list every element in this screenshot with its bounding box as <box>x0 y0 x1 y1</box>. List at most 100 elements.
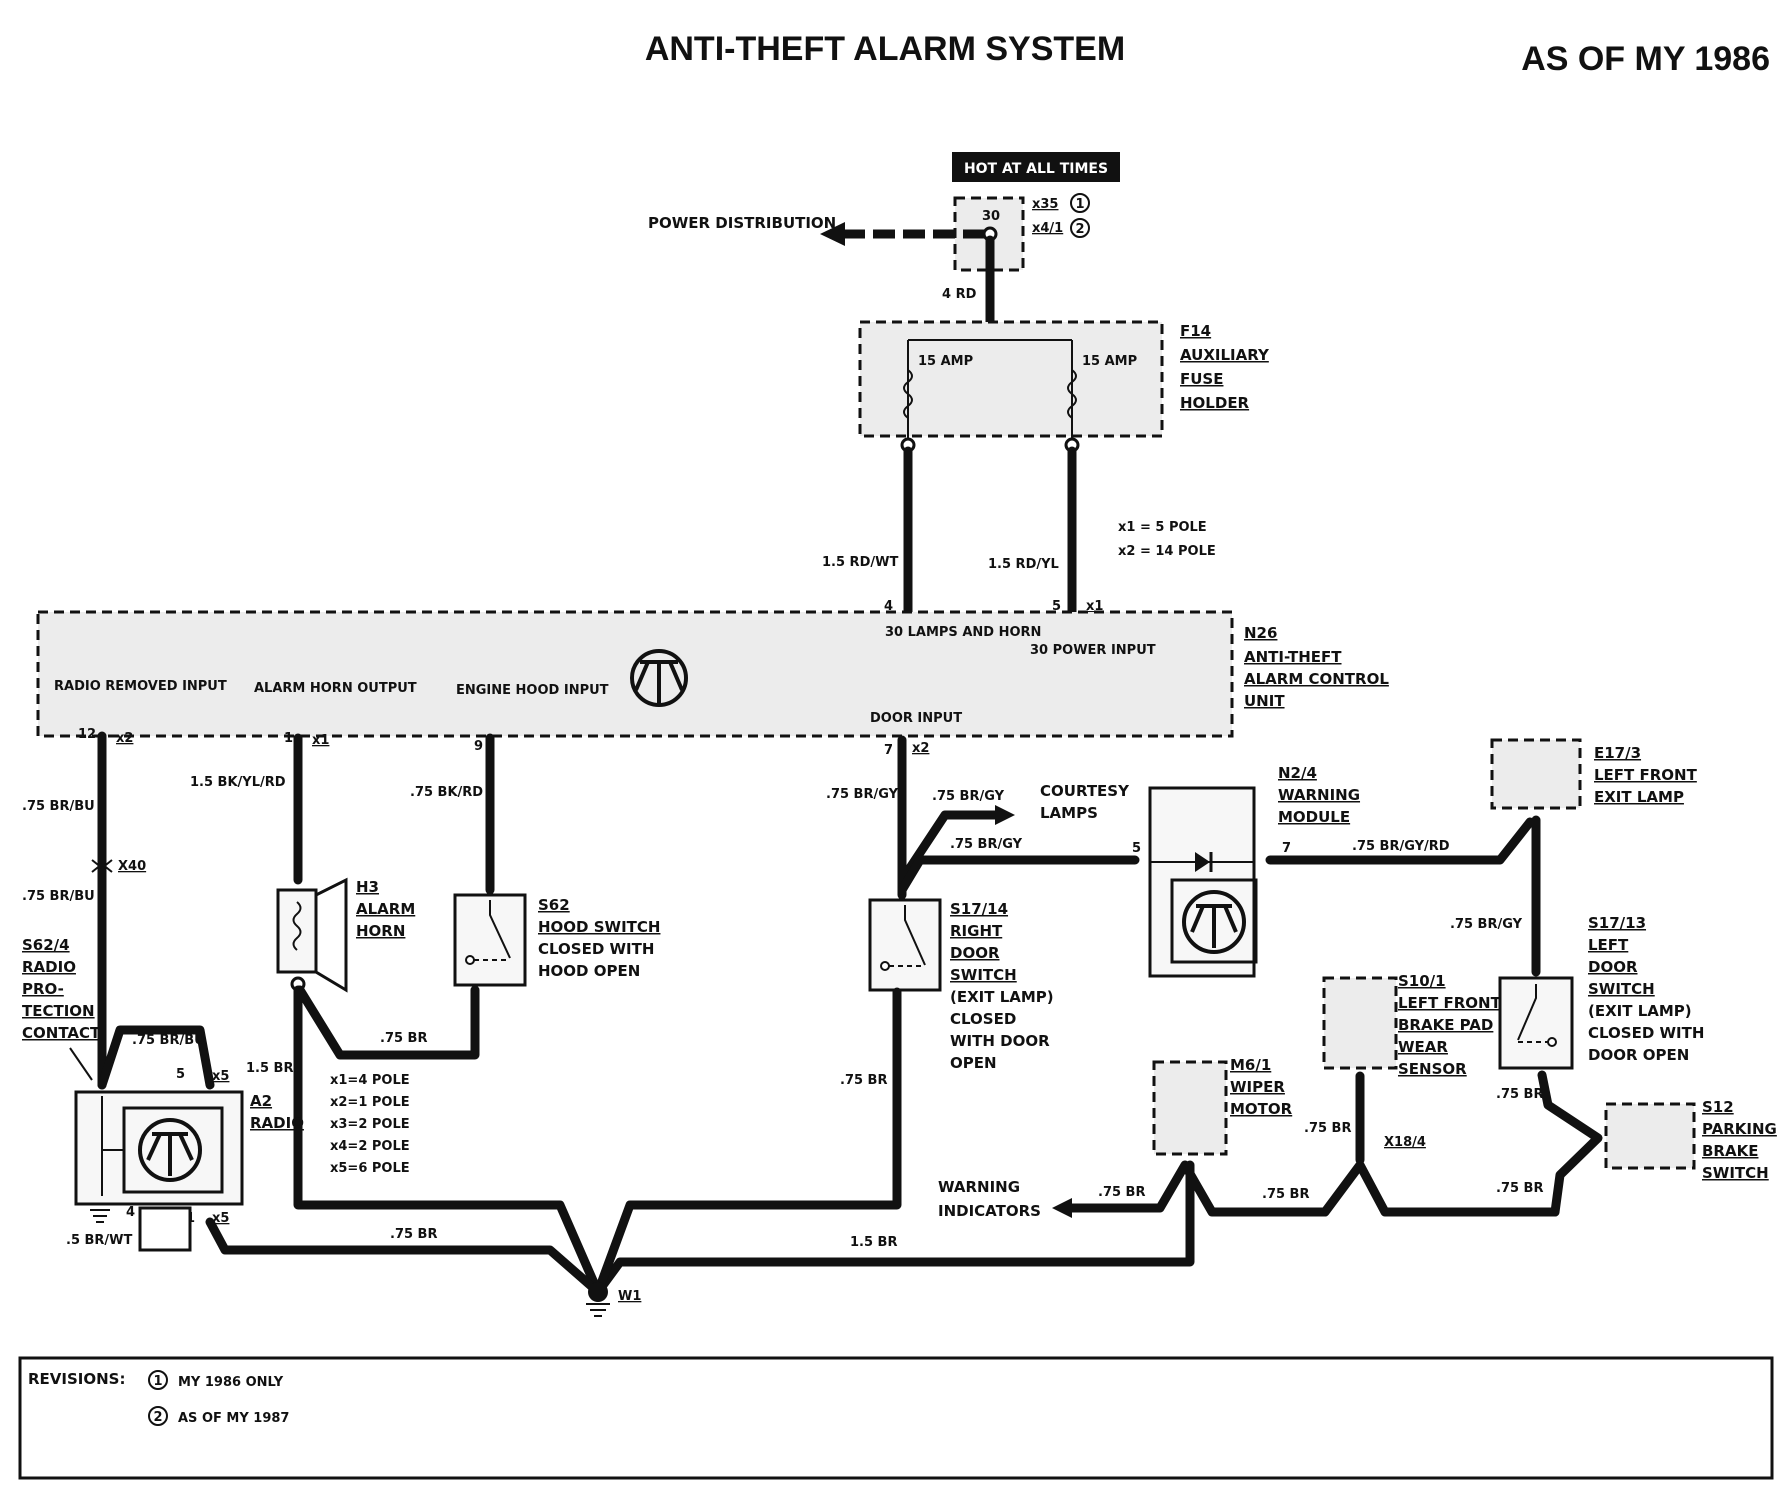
connector-x18-4-label: X18/4 <box>1384 1135 1426 1150</box>
f14-line1: AUXILIARY <box>1180 346 1270 364</box>
a2-line1: RADIO <box>250 1114 304 1132</box>
wiper-motor-m6-1 <box>1152 1060 1228 1156</box>
s62-4-pointer <box>69 1047 93 1081</box>
warning-indicators-label-2: INDICATORS <box>938 1202 1041 1220</box>
revision-1-number: 1 <box>153 1374 162 1389</box>
power-distribution-label: POWER DISTRIBUTION <box>648 214 836 232</box>
s17-13-line1: LEFT <box>1588 936 1629 954</box>
s17-13-line6: DOOR OPEN <box>1588 1046 1689 1064</box>
wire-75-brbu-upper-label: .75 BR/BU <box>22 799 95 814</box>
s62-4-id: S62/4 <box>22 936 70 954</box>
wire-75-bkrd-label: .75 BK/RD <box>410 785 483 800</box>
wire-4rd-label: 4 RD <box>942 287 977 302</box>
pin-9-label: 9 <box>474 739 483 754</box>
revisions-heading: REVISIONS: <box>28 1370 125 1388</box>
s62-line2: CLOSED WITH <box>538 940 654 958</box>
courtesy-lamps-label-1: COURTESY <box>1040 782 1130 800</box>
n2-4-pin-7-label: 7 <box>1282 841 1291 856</box>
n2-4-line1: WARNING <box>1278 786 1360 804</box>
s62-4-line4: CONTACT <box>22 1024 101 1042</box>
x2-door-label: x2 <box>912 741 929 756</box>
wire-5-brwt-label: .5 BR/WT <box>66 1233 133 1248</box>
s17-14-line1: RIGHT <box>950 922 1003 940</box>
s62-id: S62 <box>538 896 570 914</box>
s17-14-line6: WITH DOOR <box>950 1032 1050 1050</box>
parking-brake-switch-s12 <box>1604 1102 1696 1170</box>
m6-1-line2: MOTOR <box>1230 1100 1293 1118</box>
pin-1-label: 1 <box>284 731 293 746</box>
revisions-box <box>18 1356 1774 1480</box>
pole-legend-line-5: x5=6 POLE <box>330 1161 410 1176</box>
courtesy-lamps-label-2: LAMPS <box>1040 804 1098 822</box>
wire-75-brgy-c-label: .75 BR/GY <box>950 837 1023 852</box>
courtesy-arrow-icon <box>995 805 1015 825</box>
radio-internal-wiring <box>101 1096 124 1196</box>
revision-2-number: 2 <box>153 1410 162 1425</box>
wire-15-br-label: 1.5 BR <box>850 1235 897 1250</box>
w1-label: W1 <box>618 1289 641 1304</box>
connector-x40-icon <box>91 859 113 873</box>
e17-3-line2: EXIT LAMP <box>1594 788 1684 806</box>
s62-line3: HOOD OPEN <box>538 962 640 980</box>
wire-hood-to-horn <box>295 985 480 1060</box>
warning-indicators-arrow-icon <box>1052 1198 1072 1218</box>
wire-75-br-radio-label: .75 BR <box>390 1227 437 1242</box>
fuse-1-icon <box>903 369 913 419</box>
horn-bell-icon <box>314 877 348 993</box>
n2-4-pin-5-label: 5 <box>1132 841 1141 856</box>
pole-legend: x1=4 POLE x2=1 POLE x3=2 POLE x4=2 POLE … <box>330 1073 410 1176</box>
n26-engine-hood-label: ENGINE HOOD INPUT <box>456 683 609 698</box>
wire-75-brbu-loop-label: .75 BR/BU <box>132 1033 205 1048</box>
s17-13-line2: DOOR <box>1588 958 1638 976</box>
hot-at-all-times-label: HOT AT ALL TIMES <box>964 161 1108 177</box>
s17-13-line3: SWITCH <box>1588 980 1655 998</box>
transistor-icon <box>630 649 688 707</box>
s10-1-line4: SENSOR <box>1398 1060 1467 1078</box>
right-door-switch-pivot-icon <box>880 961 890 971</box>
s10-1-id: S10/1 <box>1398 972 1446 990</box>
revision-1-text: MY 1986 ONLY <box>178 1375 284 1390</box>
x1-top-label: x1 <box>1086 599 1103 614</box>
s17-14-line5: CLOSED <box>950 1010 1016 1028</box>
a2-pin-5-label: 5 <box>176 1067 185 1082</box>
n2-4-id: N2/4 <box>1278 764 1317 782</box>
left-door-switch-pivot-icon <box>1547 1037 1557 1047</box>
n26-alarm-control-unit <box>36 610 1234 738</box>
s62-4-line1: RADIO <box>22 958 76 976</box>
s17-14-line7: OPEN <box>950 1054 997 1072</box>
x1-horn-label: x1 <box>312 733 329 748</box>
pin-4-label: 4 <box>884 599 893 614</box>
wire-radio-protection-loop <box>97 1025 215 1090</box>
wire-to-exit-lamp <box>1265 817 1535 865</box>
wire-ground-bus-right <box>1065 1160 1560 1217</box>
s12-line2: BRAKE <box>1702 1142 1758 1160</box>
s62-line1: HOOD SWITCH <box>538 918 660 936</box>
s10-1-line1: LEFT FRONT <box>1398 994 1502 1012</box>
s17-14-line3: SWITCH <box>950 966 1017 984</box>
terminal-30-label: 30 <box>982 209 1000 224</box>
diagram-title: ANTI-THEFT ALARM SYSTEM <box>645 30 1125 68</box>
pole-legend-line-3: x3=2 POLE <box>330 1117 410 1132</box>
revision-1-icon <box>148 1370 168 1390</box>
pin-5-label: 5 <box>1052 599 1061 614</box>
pole-legend-line-4: x4=2 POLE <box>330 1139 410 1154</box>
radio-ground-connector <box>138 1206 192 1252</box>
radio-transistor-icon <box>138 1118 202 1182</box>
n26-lamps-horn-label: 30 LAMPS AND HORN <box>885 625 1041 640</box>
s12-id: S12 <box>1702 1098 1734 1116</box>
wire-75-br-warning-label: .75 BR <box>1098 1185 1145 1200</box>
pole-legend-x2: x2 = 14 POLE <box>1118 544 1216 559</box>
n26-alarm-horn-output-label: ALARM HORN OUTPUT <box>254 681 417 696</box>
hood-switch-pivot-icon <box>465 955 475 965</box>
n26-radio-removed-label: RADIO REMOVED INPUT <box>54 679 227 694</box>
s12-line3: SWITCH <box>1702 1164 1769 1182</box>
model-year-label: AS OF MY 1986 <box>1521 40 1770 78</box>
s12-line1: PARKING <box>1702 1120 1777 1138</box>
wire-75-brgy-d-label: .75 BR/GY <box>1450 917 1523 932</box>
warning-module-transistor-icon <box>1182 890 1246 954</box>
warning-module-inner <box>1170 878 1258 964</box>
wire-door-switch-ground <box>593 987 902 1297</box>
m6-1-id: M6/1 <box>1230 1056 1271 1074</box>
warning-module-n2-4 <box>1148 786 1256 978</box>
wire-75-brgy-a-label: .75 BR/GY <box>826 787 899 802</box>
